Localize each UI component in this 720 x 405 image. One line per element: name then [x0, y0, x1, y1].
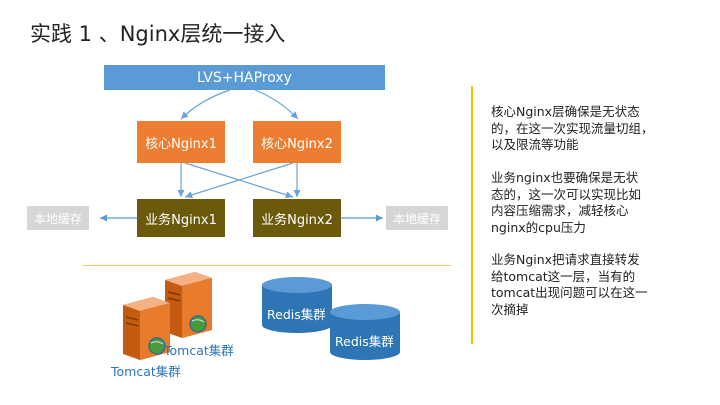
note-tomcat-forward: 业务Nginx把请求直接转发 给tomcat这一层，当有的 tomcat出现问题… — [491, 252, 691, 318]
note-line: 以及限流等功能 — [491, 137, 579, 152]
lvs-to-core2-arrow — [254, 89, 299, 120]
divider-line — [83, 265, 451, 266]
note-line: 给tomcat这一层，当有的 — [491, 268, 636, 284]
note-line: 次摘掉 — [491, 301, 529, 317]
tomcat-label-2: Tomcat集群 — [111, 364, 181, 379]
redis-label-1: Redis集群 — [267, 307, 326, 322]
globe-icon-2 — [148, 337, 166, 355]
biz-nginx-1-box: 业务Nginx1 — [137, 199, 225, 237]
core-nginx-1-box: 核心Nginx1 — [137, 121, 225, 163]
core-nginx-2-box: 核心Nginx2 — [253, 121, 341, 163]
note-line: 态的，这一次可以实现比如 — [491, 186, 642, 202]
redis-cylinder-1 — [262, 277, 332, 333]
lvs-haproxy-box: LVS+HAProxy — [104, 65, 385, 90]
redis-label-2: Redis集群 — [335, 334, 394, 349]
tomcat-label-1: Tomcat集群 — [164, 343, 234, 358]
note-line: nginx的cpu压力 — [491, 219, 586, 235]
note-biz-nginx: 业务nginx也要确保是无状 态的，这一次可以实现比如 内容压缩需求，减轻核心 … — [491, 170, 691, 236]
note-line: 业务nginx也要确保是无状 — [491, 170, 639, 185]
note-line: 内容压缩需求，减轻核心 — [491, 203, 629, 218]
note-line: tomcat出现问题可以在这一 — [491, 285, 648, 300]
biz-nginx-2-box: 业务Nginx2 — [253, 199, 341, 237]
lvs-to-core1-arrow — [180, 89, 231, 120]
local-cache-right: 本地缓存 — [386, 206, 448, 230]
globe-icon-1 — [189, 315, 207, 333]
accent-vertical-line — [471, 86, 473, 344]
note-line: 核心Nginx层确保是无状态 — [491, 104, 640, 119]
note-line: 的，在这一次实现流量切组， — [491, 120, 654, 136]
note-line: 业务Nginx把请求直接转发 — [491, 252, 640, 267]
core2-to-biz1-arrow — [184, 162, 294, 199]
note-core-nginx: 核心Nginx层确保是无状态 的，在这一次实现流量切组， 以及限流等功能 — [491, 104, 691, 154]
redis-cylinder-2 — [330, 304, 400, 360]
local-cache-left: 本地缓存 — [27, 206, 89, 230]
slide-title: 实践 1 、Nginx层统一接入 — [30, 22, 286, 46]
